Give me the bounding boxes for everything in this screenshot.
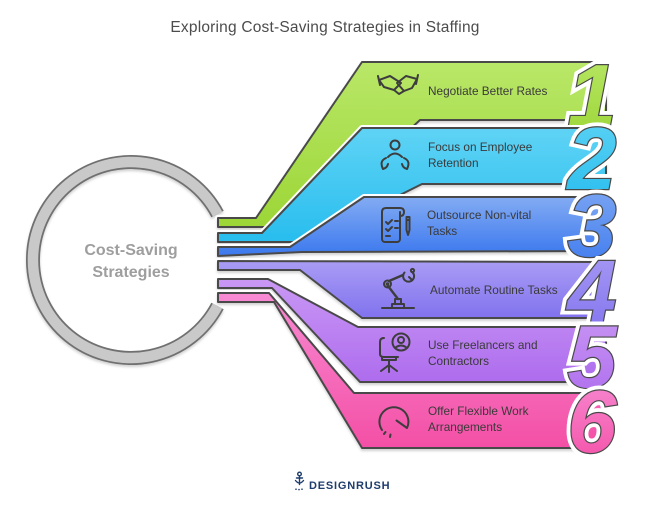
strategy-number: 5	[568, 307, 618, 406]
handshake-icon	[377, 74, 419, 95]
strategy-banner-3: Outsource Non-vital Tasks 3 3	[215, 171, 621, 280]
strategy-label-line2: Tasks	[427, 224, 457, 238]
strategy-label-line1: Automate Routine Tasks	[430, 283, 558, 297]
robot-arm-icon	[381, 267, 416, 309]
flexible-time-icon	[378, 406, 410, 438]
strategy-label-line1: Negotiate Better Rates	[428, 84, 547, 98]
strategy-number-halo: 2	[566, 109, 617, 208]
strategy-number-halo: 4	[566, 242, 617, 341]
strategy-label-line1: Outsource Non-vital	[427, 208, 531, 222]
strategy-label-line2: Contractors	[428, 354, 489, 368]
ring	[27, 156, 223, 364]
strategy-number: 6	[568, 372, 618, 471]
designrush-logo-icon	[294, 471, 305, 491]
center-label-line1: Cost-Saving	[84, 242, 177, 259]
strategy-banner-5: Use Freelancers and Contractors 5 5	[215, 276, 623, 411]
strategy-label-line1: Offer Flexible Work	[428, 404, 529, 418]
strategy-number-halo: 6	[568, 372, 618, 471]
employee-retention-icon	[380, 139, 410, 170]
freelancer-chair-icon	[379, 332, 411, 373]
designrush-logo-text: DESIGNRUSH	[309, 480, 390, 492]
strategy-number: 3	[568, 176, 617, 275]
strategy-label-line2: Arrangements	[428, 420, 502, 434]
strategy-number: 2	[566, 109, 617, 208]
strategy-banner-2: Focus on Employee Retention 2 2	[215, 104, 622, 245]
designrush-logo: DESIGNRUSH	[294, 471, 390, 492]
center-label-line2: Strategies	[92, 264, 169, 281]
strategy-label-line2: Retention	[428, 156, 479, 170]
strategy-label-line1: Use Freelancers and	[428, 338, 538, 352]
strategy-banner-6: Offer Flexible Work Arrangements 6 6	[215, 290, 623, 476]
strategy-number-halo: 5	[568, 307, 618, 406]
strategy-label-line1: Focus on Employee	[428, 140, 533, 154]
checklist-icon	[381, 207, 411, 243]
center-circle: Cost-Saving Strategies	[25, 155, 224, 365]
strategy-number-halo: 3	[568, 176, 617, 275]
strategy-banner-4: Automate Routine Tasks 4 4	[215, 237, 621, 346]
page-title: Exploring Cost-Saving Strategies in Staf…	[170, 19, 479, 36]
